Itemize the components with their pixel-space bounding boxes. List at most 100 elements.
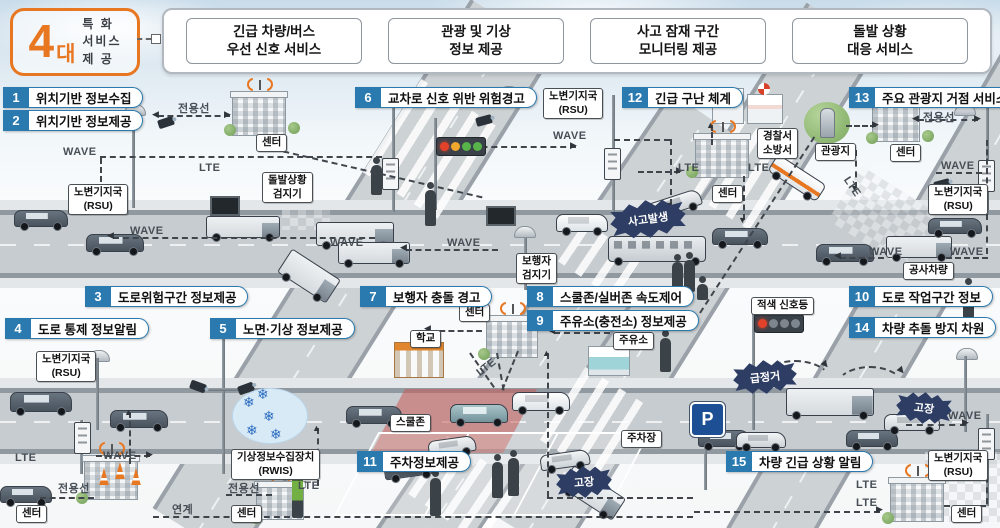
service-box-line1: 긴급 차량/버스	[232, 24, 316, 40]
map-tag: 센터	[712, 185, 744, 203]
map-tag: 경찰서 소방서	[757, 128, 798, 160]
map-tag: 센터	[256, 134, 288, 152]
rsu-cabinet-icon	[74, 422, 91, 454]
network-link-label: WAVE	[950, 246, 984, 258]
service-number: 6	[355, 87, 381, 108]
vehicle-icon	[86, 234, 144, 256]
badge-connector-line	[137, 38, 151, 40]
vehicle-icon	[736, 432, 786, 452]
network-link-label: 전용선	[178, 103, 210, 115]
fire-station-icon	[747, 83, 783, 124]
arrow-icon: ▲	[542, 348, 551, 358]
vehicle-icon	[886, 236, 952, 262]
map-tag: 센터	[16, 505, 48, 523]
arrow-icon: ▶	[146, 449, 153, 459]
map-tag: 돌발상황 검지기	[262, 172, 313, 204]
connector-line	[153, 516, 693, 518]
network-link-label: LTE	[856, 497, 878, 509]
four-services-badge: 4 대 특 화 서비스 제 공	[10, 8, 140, 76]
service-title: 긴급 구난 체계	[648, 87, 743, 108]
tree-icon	[288, 122, 300, 134]
service-title: 위치기반 정보제공	[29, 110, 144, 131]
vehicle-icon	[556, 214, 608, 236]
vehicle-icon	[206, 216, 280, 242]
vehicle-icon	[928, 218, 982, 238]
connector-line	[846, 125, 876, 127]
vehicle-icon	[110, 410, 168, 432]
connector-line	[946, 257, 988, 259]
arrow-icon: ▶	[676, 165, 683, 175]
connector-line	[96, 455, 150, 457]
network-link-label: LTE	[678, 162, 700, 174]
header-service-box: 돌발 상황 대응 서비스	[792, 18, 968, 64]
arrow-icon: ▲	[312, 423, 321, 433]
pedestrian-detector-icon	[514, 226, 536, 238]
service-title: 스쿨존/실버존 속도제어	[553, 286, 694, 307]
map-tag: 기상정보수집장치 (RWIS)	[231, 449, 321, 481]
connector-line	[40, 497, 94, 499]
network-link-label: WAVE	[63, 146, 97, 158]
network-link-label: 전용선	[923, 112, 955, 124]
connector-line	[226, 494, 272, 496]
cctv-icon	[157, 115, 175, 130]
connector-line	[855, 150, 857, 188]
service-label: 12 긴급 구난 체계	[622, 87, 743, 108]
map-tag: 주유소	[613, 332, 654, 350]
network-link-label: WAVE	[130, 225, 164, 237]
map-tag: 센터	[459, 304, 491, 322]
connector-line	[113, 237, 375, 239]
vehicle-icon	[338, 242, 410, 268]
connector-line	[694, 511, 880, 513]
connector-line	[100, 158, 102, 200]
connector-line	[430, 330, 482, 332]
map-tag: 노변기지국 (RSU)	[36, 351, 97, 383]
snowflake-icon: ❄	[246, 422, 258, 438]
arrow-icon: ▶	[570, 140, 577, 150]
service-number: 13	[849, 87, 875, 108]
network-link-label: LTE	[298, 480, 320, 492]
network-link-label: WAVE	[941, 160, 975, 172]
arrow-icon: ◀	[400, 242, 407, 252]
arrow-icon: ▼	[850, 183, 859, 193]
service-label: 15 차량 긴급 상황 알림	[726, 451, 874, 472]
network-link-label: 전용선	[58, 483, 90, 495]
parking-sign-pole	[704, 432, 707, 490]
service-box-line2: 우선 신호 서비스	[226, 42, 322, 57]
rsu-cabinet-icon	[604, 148, 621, 180]
map-tag: 센터	[951, 505, 983, 523]
map-tag: 학교	[410, 330, 442, 348]
connector-line	[840, 257, 884, 259]
vehicle-icon	[10, 392, 72, 416]
service-label: 1 위치기반 정보수집	[3, 87, 144, 108]
map-tag: 적색 신호등	[751, 297, 815, 315]
network-link-label: WAVE	[330, 237, 364, 249]
traffic-cone-icon	[115, 462, 125, 479]
map-tag: 센터	[890, 144, 922, 162]
service-number: 4	[5, 318, 31, 339]
service-title: 도로위험구간 정보제공	[111, 286, 249, 307]
service-number: 2	[3, 110, 29, 131]
service-title: 주유소(충전소) 정보제공	[553, 310, 699, 331]
network-link-label: LTE	[856, 479, 878, 491]
service-number: 10	[849, 286, 875, 307]
vehicle-icon	[712, 228, 768, 249]
traffic-light-icon	[754, 314, 804, 333]
gas-station-icon	[588, 346, 630, 376]
pedestrian-icon	[697, 276, 708, 300]
connector-line	[554, 332, 610, 334]
service-number: 15	[726, 451, 752, 472]
service-label: 14 차량 추돌 방지 차원	[849, 317, 997, 338]
center-building-icon	[888, 466, 946, 522]
connector-line	[918, 119, 978, 121]
network-link-label: WAVE	[447, 237, 481, 249]
service-title: 도로 작업구간 정보	[875, 286, 993, 307]
header-service-box: 사고 잠재 구간 모니터링 제공	[590, 18, 766, 64]
map-tag: 공사차량	[903, 262, 954, 280]
traffic-light-icon	[436, 137, 486, 156]
map-tag: 스쿨존	[390, 414, 431, 432]
tree-icon	[882, 512, 894, 524]
pedestrian-icon	[492, 454, 503, 498]
pedestrian-icon	[371, 157, 382, 195]
connector-line	[129, 412, 131, 464]
network-link-label: 전용선	[228, 483, 260, 495]
